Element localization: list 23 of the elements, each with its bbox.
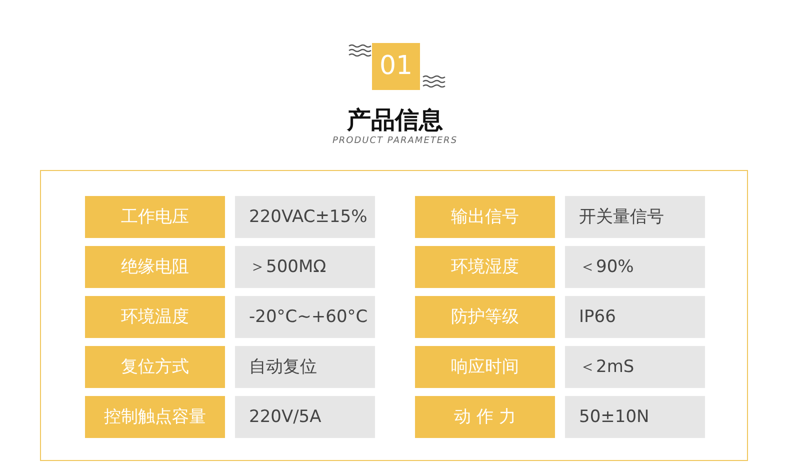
section-number-badge: 01 [372,43,420,90]
parameter-value: 220VAC±15% [235,196,375,238]
parameter-value: ＜90% [565,246,705,288]
section-subtitle: PRODUCT PARAMETERS [331,136,459,146]
parameter-value: 220V/5A [235,396,375,438]
parameter-name: 环境湿度 [415,246,555,288]
parameter-name: 输出信号 [415,196,555,238]
parameter-value: 50±10N [565,396,705,438]
parameter-name: 复位方式 [85,346,225,388]
parameter-value: 自动复位 [235,346,375,388]
parameter-name: 环境温度 [85,296,225,338]
parameter-value: ＞500MΩ [235,246,375,288]
parameter-name: 绝缘电阻 [85,246,225,288]
parameter-name: 动 作 力 [415,396,555,438]
parameter-name: 响应时间 [415,346,555,388]
parameter-value: ＜2mS [565,346,705,388]
parameter-value: IP66 [565,296,705,338]
parameter-value: -20°C~+60°C [235,296,375,338]
parameter-name: 工作电压 [85,196,225,238]
parameter-value: 开关量信号 [565,196,705,238]
section-title: 产品信息 [346,105,444,136]
parameter-name: 防护等级 [415,296,555,338]
parameter-name: 控制触点容量 [85,396,225,438]
